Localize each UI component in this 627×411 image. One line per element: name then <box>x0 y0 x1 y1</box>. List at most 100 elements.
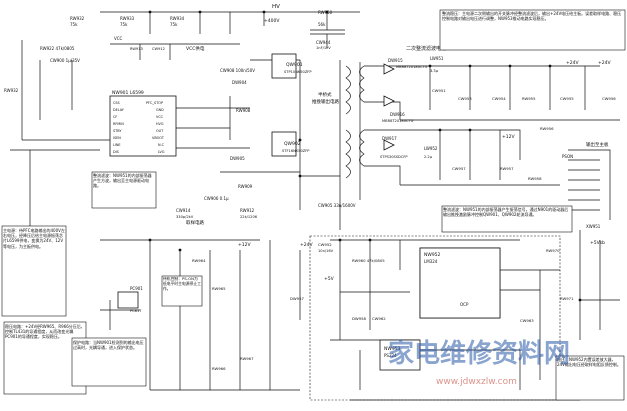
junction-dots <box>148 10 582 302</box>
annotation-notes: 整流稳压：主电源二次侧输出的开关脉冲经整流滤波后，输出+24V电压给主板。误差取… <box>1 9 626 401</box>
r933-label: RW933 <box>120 16 135 21</box>
rw970-label: RW970 <box>546 248 560 253</box>
ic-pin-4: RFMIN <box>113 122 124 126</box>
dw917-label: DW917 <box>382 136 397 141</box>
pc901-label: PC901 <box>130 286 143 291</box>
nw952-body <box>419 247 501 319</box>
half-bridge-label: 半桥式 <box>318 91 332 98</box>
ic-pin-9: PFC_STOP <box>146 101 163 105</box>
ic-pin-6: ISEN <box>113 136 121 140</box>
dw916-symbol <box>383 95 395 107</box>
pson-label: PSON <box>562 154 573 159</box>
r932b-label: RW932 <box>4 88 19 93</box>
qw902-symbol <box>271 131 297 157</box>
watermark-cn: 家电维修资料网 <box>388 338 570 369</box>
rw966-label: RW966 <box>212 366 226 371</box>
rw909-label: RW909 <box>238 184 253 189</box>
dw917-symbol <box>383 139 395 151</box>
r933-value: 75k <box>120 22 128 27</box>
cw951-label: CW951 <box>432 88 446 93</box>
plus5sb-label: +5Vsb <box>590 240 605 246</box>
plus5-label: +5V <box>324 276 335 282</box>
watermark-url: www.jdwxzlw.com <box>436 377 517 387</box>
rw971-label: RW971 <box>560 296 574 301</box>
nw952-part: LM324 <box>424 259 438 264</box>
ocp-label: OCP <box>460 302 469 307</box>
nw953-label: NW953 <box>384 346 401 352</box>
dw915-label: DW915 <box>388 58 403 63</box>
cw944-value: 1nF/1kV <box>316 46 331 50</box>
ic-pin-7: LINE <box>113 143 121 147</box>
lower-section: PC901 PC817 TL431 NW952 LM324 NW953 PS22… <box>117 240 605 371</box>
rw912-value: 22k/1206 <box>240 215 258 219</box>
cw954-label: CW954 <box>492 96 506 101</box>
ic-pin-2: DELAY <box>113 108 125 112</box>
note-5: 整流滤波：NW951的内部振荡器产生方波，输出至主电源驱动电路。 <box>93 173 152 188</box>
rw956-label: RW956 <box>540 126 554 131</box>
qw902-label: QW902 <box>284 141 301 147</box>
note-7-box <box>555 355 625 401</box>
cw914-label: CW914 <box>176 208 191 213</box>
secondary-rectifier: 二次整流滤波电路 DW915 MBR8T20180CTG DW916 MBR8T… <box>380 45 616 229</box>
ic-pin-15: N.C <box>158 143 165 147</box>
cw956-label: CW956 <box>602 96 616 101</box>
push-pull-label: 推挽输出电路 <box>312 98 339 105</box>
rw967-label: RW967 <box>240 356 254 361</box>
plus24-label: +24V <box>566 60 579 66</box>
note-1: 整流稳压：主电源二次侧输出的开关脉冲经整流滤波后，输出+24V电压给主板。误差取… <box>442 11 622 21</box>
dw916-label: DW916 <box>390 112 405 117</box>
plus400-label: +400V <box>264 18 280 24</box>
qw901-part: STP10NK50ZFP <box>284 70 312 74</box>
ic-l6599-name: NW901 L6599 <box>112 90 144 96</box>
note-5-box <box>91 171 157 209</box>
lw952-value: 2.2μ <box>424 155 433 159</box>
rw964-label: RW964 <box>192 258 206 263</box>
dw957-label: DW957 <box>290 296 305 301</box>
half-bridge: QW901 STP10NK50ZFP QW902 STF16NK50ZFP 半桥… <box>176 53 356 226</box>
dw915-part: MBR8T20180CTG <box>396 65 428 69</box>
r934-label: RW934 <box>170 16 185 21</box>
cw912-label: CW912 <box>152 47 165 51</box>
ic-pin-16: LVG <box>158 150 165 154</box>
note-1-box <box>439 9 626 51</box>
r922-label: RW922 47k/0805 <box>40 46 75 51</box>
qw902-part: STF16NK50ZFP <box>282 149 310 153</box>
dw904-label: DW904 <box>232 80 247 85</box>
cw914-value: 330p/2kV <box>176 215 194 219</box>
qw901-symbol <box>271 53 297 79</box>
pc901-symbol <box>117 291 139 309</box>
rw965-label: RW965 <box>212 286 226 291</box>
ic-pin-8: DIS <box>113 150 119 154</box>
ic-l6599-body <box>109 95 177 157</box>
nw952-label: NW952 <box>424 252 441 258</box>
dw905-label: DW905 <box>230 156 245 161</box>
dw916-part: MBR8T20180CTG <box>382 119 414 123</box>
cw962-label: CW962 <box>372 316 386 321</box>
note-8-box <box>161 275 203 307</box>
connector-label: XW951 <box>586 224 601 229</box>
dw915-symbol <box>383 63 395 75</box>
note-6: 保护电路：当NW901检测到的输出电压过高时，光耦导通，进入保护状态。 <box>73 340 144 350</box>
nw953-part: PS224 <box>384 353 397 358</box>
note-2-box <box>1 225 67 317</box>
cw953-label: CW953 <box>458 96 472 101</box>
cw905-label: CW905 33n/1600V <box>318 203 356 208</box>
r934-value: 75k <box>170 22 178 27</box>
ic-pin-12: HVG <box>156 122 164 126</box>
cw963-label: CW963 <box>520 318 534 323</box>
ic-pin-10: GND <box>156 108 164 112</box>
lw951-label: LW951 <box>430 56 444 61</box>
cw952-value: 10n/16V <box>318 249 334 253</box>
rw958-label: RW958 <box>528 176 542 181</box>
top-rail-labels: HV +400V RW932 75k RW933 75k RW934 75k R… <box>4 4 333 93</box>
vcc-line-label: VCC供电 <box>186 45 205 52</box>
cw944-label: CW944 <box>316 40 331 45</box>
dw958-label: DW958 <box>352 316 367 321</box>
plus12-lower-label: +12V <box>238 242 251 248</box>
plus24b-label: +24V <box>598 60 611 66</box>
cw908-label: CW908 100n/50V <box>220 68 255 73</box>
vdd-label: VCC <box>114 36 123 41</box>
watermark: 家电维修资料网 www.jdwxzlw.com <box>388 338 570 387</box>
ic-pin-13: OUT <box>156 129 164 133</box>
